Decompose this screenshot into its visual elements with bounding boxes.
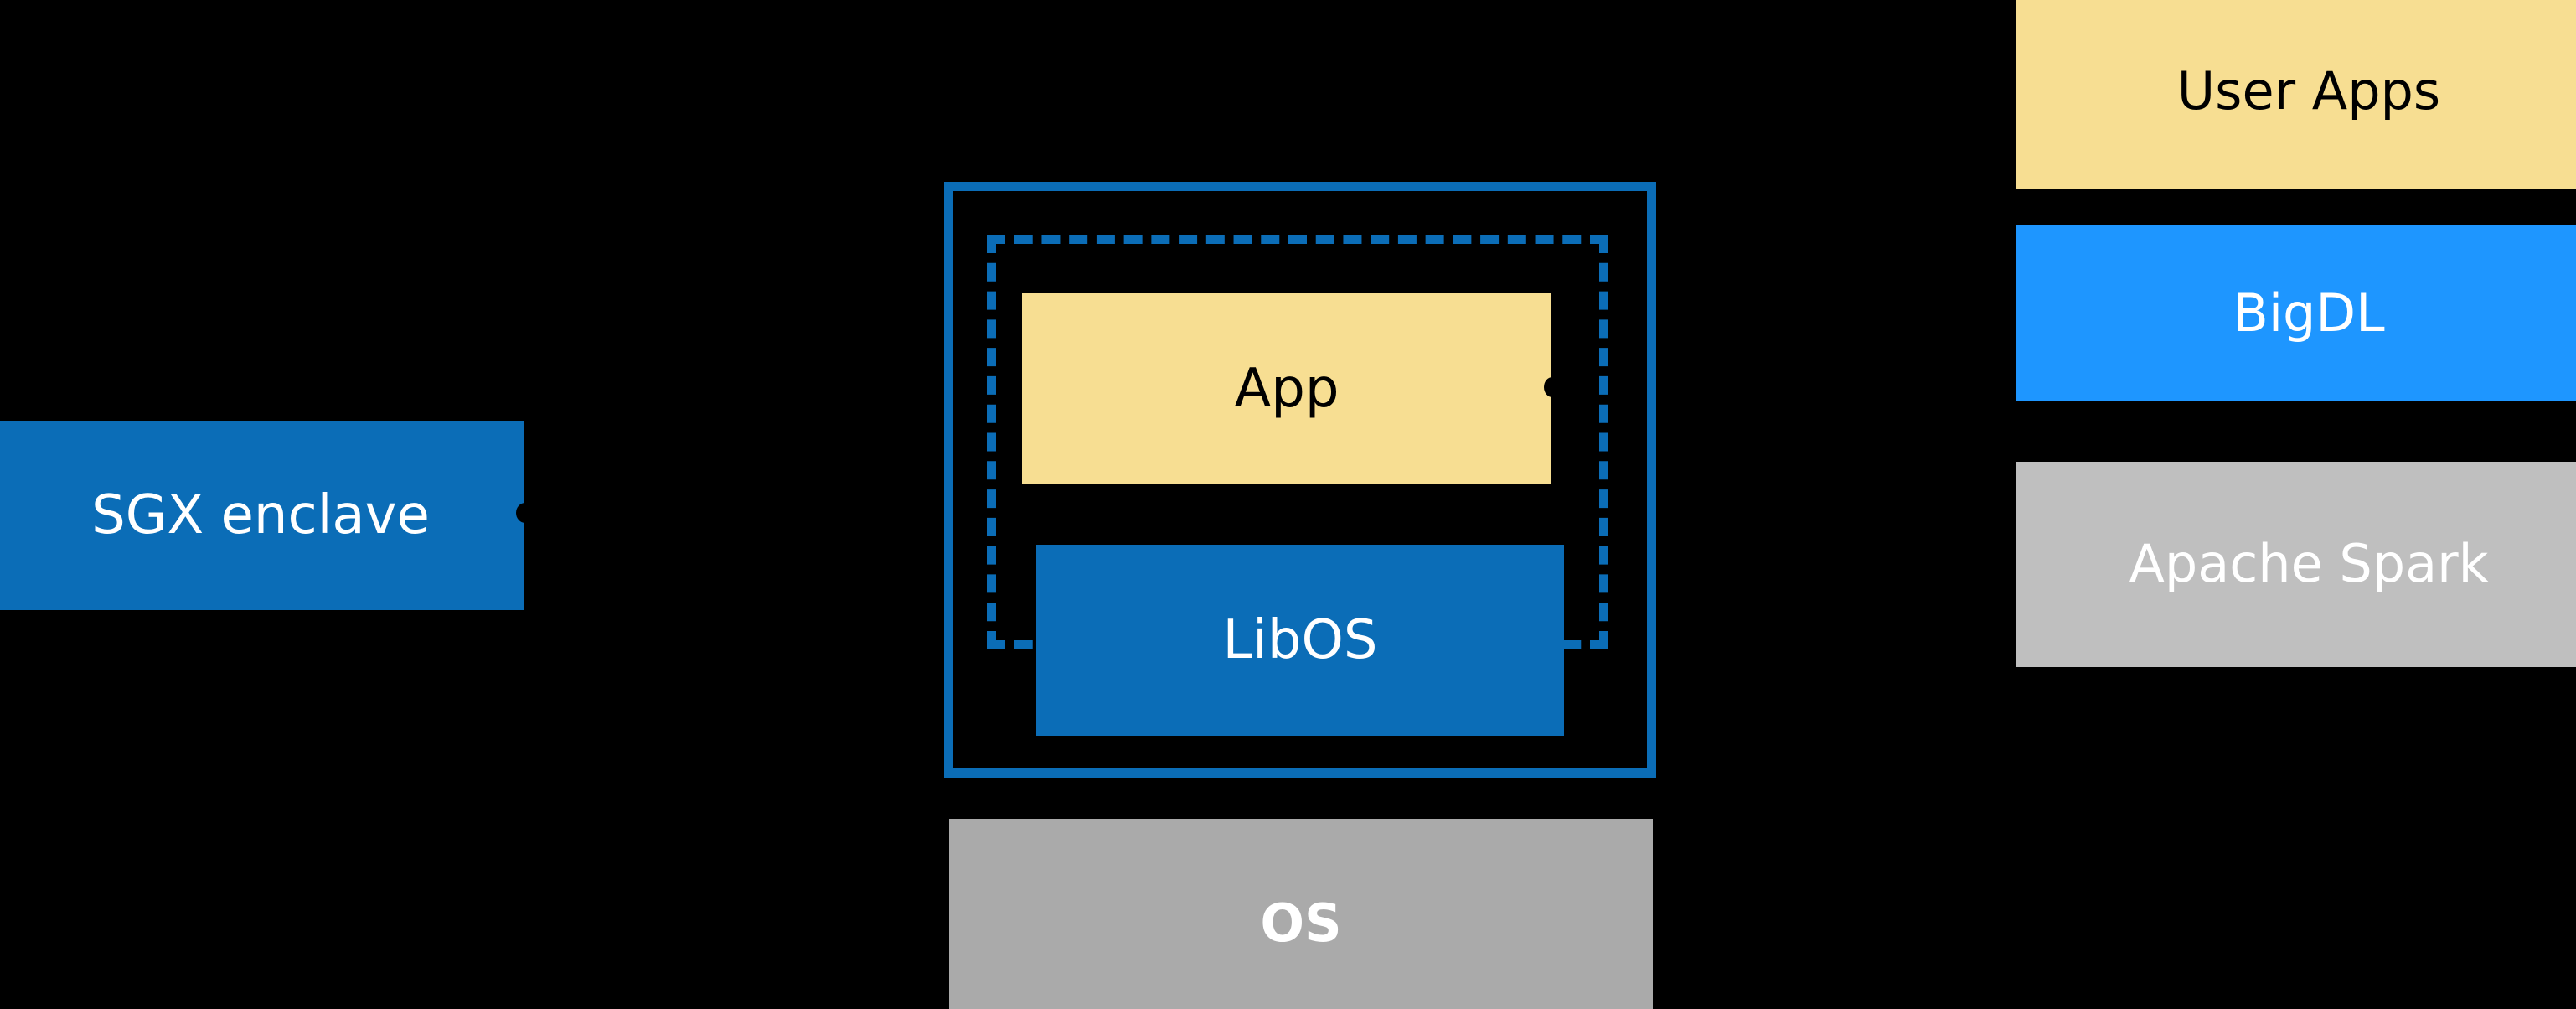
os-box: OS — [949, 819, 1653, 1009]
sgx-enclave-label: SGX enclave — [91, 484, 430, 546]
user-apps-label: User Apps — [2176, 60, 2441, 122]
libos-box: LibOS — [1036, 545, 1564, 736]
sgx-enclave-box: SGX enclave — [0, 421, 524, 610]
os-label: OS — [1260, 892, 1342, 954]
apache-spark-box: Apache Spark — [2016, 462, 2576, 667]
bigdl-box: BigDL — [2016, 225, 2576, 401]
enclave-outer-container — [944, 182, 1656, 778]
app-connector-notch — [1544, 377, 1561, 397]
apache-spark-label: Apache Spark — [2129, 533, 2489, 595]
bigdl-label: BigDL — [2233, 282, 2385, 344]
libos-label: LibOS — [1222, 608, 1378, 671]
user-apps-box: User Apps — [2016, 0, 2576, 189]
app-box: App — [1022, 293, 1551, 484]
app-label: App — [1234, 357, 1340, 420]
sgx-enclave-connector-notch — [516, 503, 534, 523]
